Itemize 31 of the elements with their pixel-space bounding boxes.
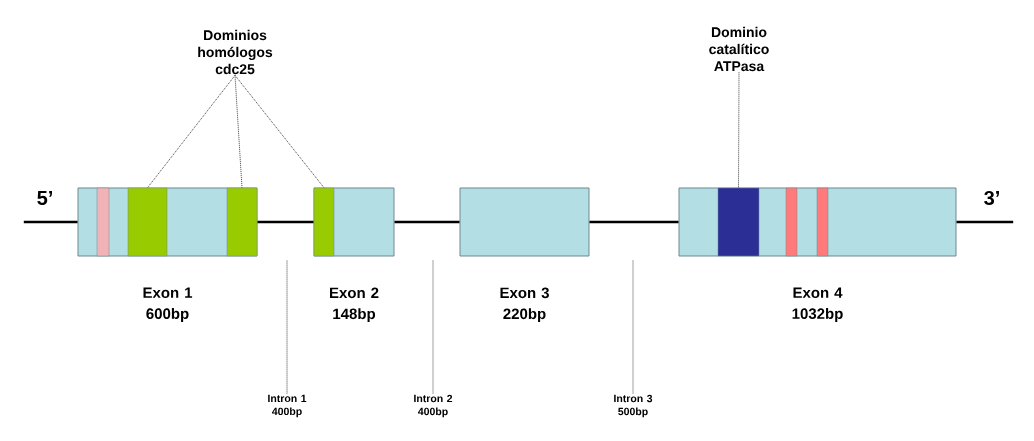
exon-box	[459, 187, 590, 257]
exon-label: Exon 4 1032bp	[792, 287, 843, 322]
leader-line	[234, 74, 243, 189]
dna-line	[394, 220, 460, 224]
leader-line	[432, 259, 434, 395]
site-band	[785, 187, 798, 257]
exon-label: Exon 2 148bp	[330, 287, 379, 323]
domain-band	[313, 187, 335, 257]
exon-label: Exon 3 220bp	[500, 287, 549, 323]
intron-label: Intron 3 500bp	[614, 394, 653, 418]
leader-line	[234, 74, 325, 189]
leader-line	[286, 259, 288, 395]
domain-label: Dominios homólogos cdc25	[198, 29, 273, 75]
exon-label: Exon 1 600bp	[143, 287, 193, 322]
site-band	[816, 187, 829, 257]
domain-band	[226, 187, 258, 257]
dna-line	[23, 220, 78, 224]
leader-line	[147, 74, 236, 189]
leader-line	[632, 259, 634, 395]
end-label: 3’	[984, 190, 999, 206]
intron-label: Intron 2 400bp	[414, 394, 453, 418]
dna-line	[257, 220, 314, 224]
leader-line	[738, 71, 740, 189]
intron-label: Intron 1 400bp	[268, 394, 307, 418]
dna-line	[956, 220, 1014, 224]
domain-band	[127, 187, 168, 257]
site-band	[96, 187, 110, 257]
domain-band	[717, 187, 760, 257]
dna-line	[589, 220, 679, 224]
end-label: 5’	[37, 191, 52, 205]
domain-label: Dominio catalítico ATPasa	[709, 26, 769, 72]
